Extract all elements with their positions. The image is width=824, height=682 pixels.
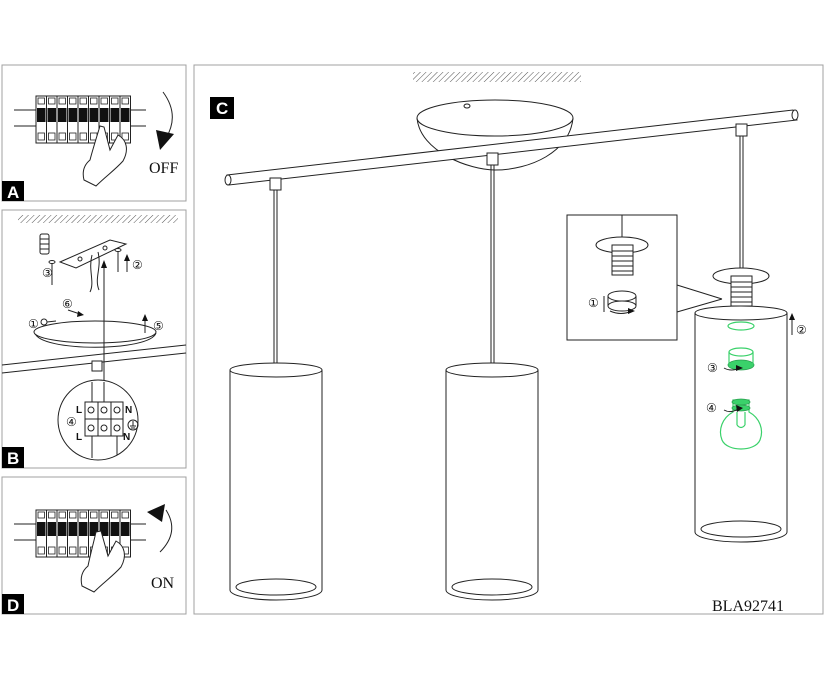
lamp-shade-left bbox=[229, 362, 323, 601]
wires-a bbox=[14, 109, 146, 127]
ceiling-hatch bbox=[18, 215, 178, 223]
ground-icon bbox=[127, 419, 139, 431]
curved-arrow-up-icon bbox=[159, 509, 173, 553]
breaker bbox=[119, 95, 131, 144]
breaker bbox=[56, 95, 68, 144]
arrowhead-icon bbox=[789, 313, 795, 320]
circuit-breaker-panel bbox=[35, 95, 131, 144]
model-code: BLA92741 bbox=[712, 598, 784, 615]
terminal-l-bottom: L bbox=[76, 432, 82, 443]
arrowhead-icon bbox=[124, 254, 130, 261]
step-1-label: ① bbox=[588, 296, 599, 310]
panel-a: OFF A bbox=[1, 64, 187, 202]
socket-ring-green bbox=[727, 347, 755, 371]
screw-icon bbox=[114, 248, 122, 272]
panel-a-label-box bbox=[2, 181, 24, 201]
breaker bbox=[35, 509, 47, 558]
arrowhead-icon bbox=[628, 308, 635, 314]
circuit-breaker-panel bbox=[35, 509, 131, 558]
terminal-l-top: L bbox=[76, 405, 82, 416]
panel-d: ON D bbox=[1, 476, 187, 615]
cable-connector bbox=[91, 360, 103, 372]
breaker bbox=[46, 509, 58, 558]
arrowhead-icon bbox=[77, 311, 84, 317]
breaker bbox=[67, 95, 79, 144]
bracket-hole bbox=[102, 245, 108, 251]
step-1-label: ① bbox=[28, 317, 39, 331]
ceiling-canopy bbox=[33, 320, 157, 348]
panel-b-label-box bbox=[2, 447, 24, 468]
panel-b: ③ ② ⑥ ① ⑤ bbox=[1, 209, 187, 469]
mounting-bracket bbox=[58, 239, 128, 269]
step-4-label: ④ bbox=[66, 415, 77, 429]
wires-d bbox=[14, 523, 146, 541]
switch-on-text: ON bbox=[151, 575, 175, 592]
suspension-rod bbox=[224, 109, 799, 186]
lamp-shade-right bbox=[694, 305, 788, 543]
shade-ring-green bbox=[727, 321, 755, 331]
wires-b bbox=[89, 251, 100, 293]
panel-c: C bbox=[193, 64, 824, 615]
panel-d-label-box bbox=[2, 594, 24, 614]
panel-c-label: C bbox=[216, 99, 228, 118]
panel-d-label: D bbox=[7, 596, 19, 615]
panel-c-label-box bbox=[210, 97, 234, 119]
step-3-label: ③ bbox=[42, 266, 53, 280]
terminal-block-detail bbox=[57, 379, 139, 461]
panel-b-label: B bbox=[7, 449, 19, 468]
light-bulb-green-icon bbox=[719, 398, 763, 450]
breaker bbox=[35, 95, 47, 144]
breaker bbox=[46, 95, 58, 144]
lamp-shade-middle bbox=[445, 362, 539, 601]
breaker bbox=[77, 95, 89, 144]
bracket-hole bbox=[77, 256, 83, 262]
hand-icon bbox=[80, 530, 125, 593]
breaker bbox=[119, 509, 131, 558]
step-5-label: ⑤ bbox=[153, 319, 164, 333]
switch-off-text: OFF bbox=[149, 160, 178, 177]
arrowhead-icon bbox=[142, 314, 148, 321]
wall-plug-icon bbox=[39, 233, 50, 255]
step-2-label: ② bbox=[796, 323, 807, 337]
panel-a-label: A bbox=[7, 183, 19, 202]
arrowhead-icon bbox=[156, 130, 174, 150]
screw-icon bbox=[48, 260, 56, 285]
step-4-label: ④ bbox=[706, 401, 717, 415]
hand-icon bbox=[82, 125, 127, 187]
canopy-screw-icon bbox=[40, 318, 57, 326]
pendant-cable bbox=[273, 136, 744, 364]
lamp-socket bbox=[712, 267, 770, 307]
breaker bbox=[56, 509, 68, 558]
socket-detail-inset bbox=[566, 214, 723, 341]
step-6-label: ⑥ bbox=[62, 297, 73, 311]
terminal-n-top: N bbox=[125, 405, 132, 416]
arrowhead-icon bbox=[147, 504, 165, 522]
rotate-arrow-icon bbox=[723, 365, 743, 413]
breaker bbox=[67, 509, 79, 558]
arrowhead-icon bbox=[101, 260, 107, 268]
step-3-label: ③ bbox=[707, 361, 718, 375]
ceiling-hatch bbox=[413, 72, 581, 82]
rod-connector bbox=[269, 123, 748, 191]
step-2-label: ② bbox=[132, 258, 143, 272]
terminal-n-bottom: N bbox=[123, 432, 130, 443]
breaker bbox=[77, 509, 89, 558]
